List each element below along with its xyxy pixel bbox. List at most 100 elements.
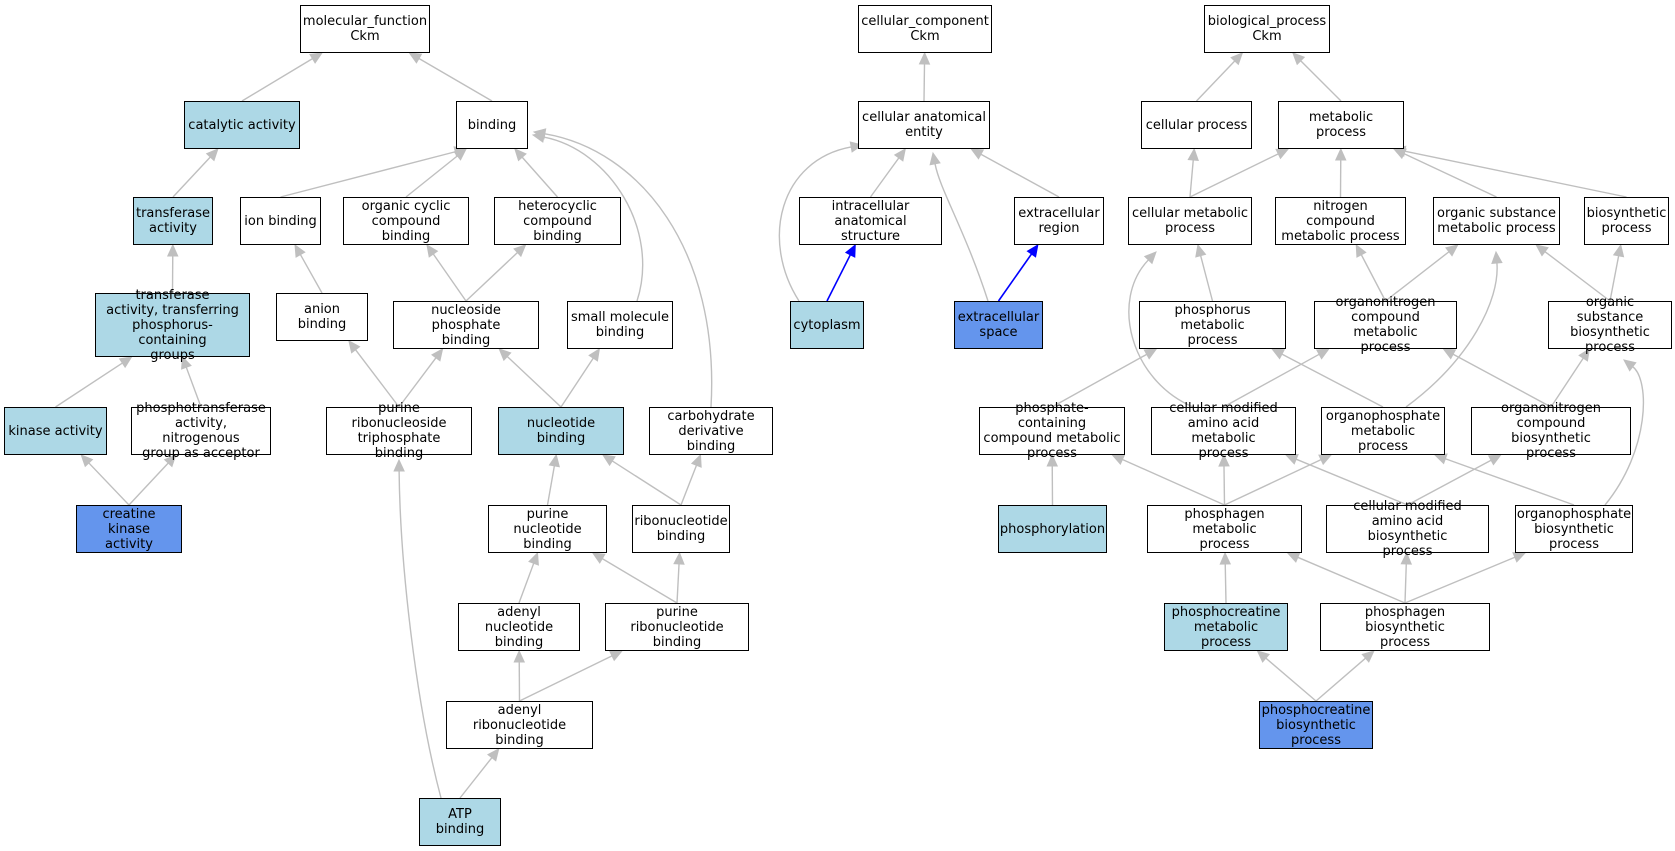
node-intracellular: intracellular anatomical structure: [799, 197, 942, 245]
node-kinase: kinase activity: [4, 407, 107, 455]
edge-extracellular-space-to-extracellular-region: [997, 244, 1039, 302]
edge-cell-mod-aa-metabolic-to-cell-metabolic: [1128, 251, 1194, 408]
node-ribonucleotide: ribonucleotide binding: [632, 505, 730, 553]
edge-atp-binding-to-adenyl-ribonucleotide: [459, 748, 500, 799]
edge-organonitrogen-metabolic-to-nitrogen-compound: [1355, 243, 1387, 302]
edge-transferase-to-catalytic: [172, 148, 219, 198]
node-phosphorus-metabolic: phosphorus metabolic process: [1139, 301, 1286, 349]
edge-org-cyclic-to-binding: [405, 148, 467, 198]
node-org-cyclic: organic cyclic compound binding: [343, 197, 469, 245]
edge-creatine-kinase-to-kinase: [80, 454, 130, 506]
edge-creatine-kinase-to-phosphotransferase: [128, 454, 177, 506]
edge-phosphagen-metabolic-to-organophosphate-metabolic: [1224, 454, 1333, 506]
edge-phosphagen-bio-to-phosphagen-metabolic: [1286, 552, 1406, 604]
edge-organonitrogen-bio-to-organic-substance-bio: [1550, 347, 1591, 408]
edge-adenyl-nucleotide-to-purine-nucleotide: [518, 551, 539, 604]
edge-purine-ribonuc-tri-to-anion-binding: [348, 340, 400, 408]
edge-cell-anat-to-cc-root: [918, 51, 931, 102]
edge-cell-mod-aa-bio-to-organonitrogen-bio: [1407, 454, 1502, 506]
edge-organophosphate-metabolic-to-phosphorus-metabolic: [1271, 348, 1384, 408]
node-cell-mod-aa-metabolic: cellular modified amino acid metabolic p…: [1151, 401, 1296, 461]
node-phosphotransferase: phosphotransferase activity, nitrogenous…: [131, 401, 271, 461]
edge-organic-substance-bio-to-biosynthetic: [1609, 243, 1625, 302]
node-carb-deriv: carbohydrate derivative binding: [649, 407, 773, 455]
edge-organonitrogen-bio-to-organonitrogen-metabolic: [1442, 348, 1552, 408]
node-extracellular-region: extracellular region: [1014, 197, 1104, 245]
edge-extracellular-space-to-cell-anat: [929, 151, 989, 302]
edge-metabolic-process-to-bp-root: [1292, 52, 1342, 102]
node-nucleotide-binding: nucleotide binding: [498, 407, 624, 455]
edge-ribonucleotide-to-nucleotide-binding: [601, 454, 682, 506]
edge-cellular-process-to-bp-root: [1195, 52, 1244, 102]
node-phosphagen-bio: phosphagen biosynthetic process: [1320, 603, 1490, 651]
edge-phosphagen-bio-to-organophosphate-bio: [1404, 552, 1527, 604]
edge-ribonucleotide-to-carb-deriv: [680, 453, 702, 506]
edge-cell-mod-aa-bio-to-cell-mod-aa-metabolic: [1284, 454, 1408, 506]
edge-phosphorus-metabolic-to-cell-metabolic: [1195, 243, 1214, 302]
edge-adenyl-ribonucleotide-to-purine-ribonucleotide: [519, 650, 623, 702]
edge-purine-ribonucleotide-to-ribonucleotide: [673, 551, 685, 604]
node-nitrogen-compound: nitrogen compound metabolic process: [1275, 197, 1406, 245]
edge-anion-binding-to-ion-binding: [294, 243, 323, 294]
node-cell-mod-aa-bio: cellular modified amino acid biosyntheti…: [1326, 499, 1489, 559]
edge-cell-metabolic-to-cellular-process: [1187, 147, 1199, 198]
edge-cell-metabolic-to-metabolic-process: [1189, 148, 1290, 198]
edge-kinase-to-transf-phos: [55, 356, 133, 408]
edge-heterocyclic-to-binding: [514, 148, 559, 198]
node-small-mol: small molecule binding: [567, 301, 673, 349]
edge-cell-mod-aa-metabolic-to-organonitrogen-metabolic: [1223, 348, 1330, 408]
node-organonitrogen-bio: organonitrogen compound biosynthetic pro…: [1471, 401, 1631, 461]
edge-purine-ribonuc-tri-to-nucleoside-phos: [398, 348, 444, 408]
node-adenyl-ribonucleotide: adenyl ribonucleotide binding: [446, 701, 593, 749]
node-purine-ribonucleotide: purine ribonucleotide binding: [605, 603, 749, 651]
node-phosphocreatine-metabolic: phosphocreatine metabolic process: [1164, 603, 1288, 651]
edge-phosphocreatine-bio-to-phosphagen-bio: [1315, 650, 1375, 702]
node-organic-substance: organic substance metabolic process: [1433, 197, 1560, 245]
node-phosphocreatine-bio: phosphocreatine biosynthetic process: [1259, 701, 1373, 749]
node-phosphagen-metabolic: phosphagen metabolic process: [1147, 505, 1302, 553]
edge-catalytic-to-mf-root: [241, 52, 323, 102]
edge-nucleotide-binding-to-nucleoside-phos: [498, 348, 562, 408]
edge-adenyl-ribonucleotide-to-adenyl-nucleotide: [513, 649, 526, 702]
node-anion-binding: anion binding: [276, 293, 368, 341]
edge-extracellular-region-to-cell-anat: [970, 148, 1060, 198]
node-organophosphate-metabolic: organophosphate metabolic process: [1321, 407, 1445, 455]
node-phosphate-containing: phosphate-containing compound metabolic …: [979, 401, 1125, 461]
edge-phosphotransferase-to-transf-phos: [181, 355, 202, 408]
node-organophosphate-bio: organophosphate biosynthetic process: [1515, 505, 1633, 553]
edge-phosphocreatine-bio-to-phosphocreatine-metabolic: [1256, 650, 1317, 702]
node-nucleoside-phos: nucleoside phosphate binding: [393, 301, 539, 349]
node-phosphorylation: phosphorylation: [998, 505, 1107, 553]
node-purine-nucleotide: purine nucleotide binding: [488, 505, 607, 553]
edge-biosynthetic-to-metabolic-process: [1392, 145, 1627, 198]
edge-organic-substance-to-metabolic-process: [1392, 148, 1497, 198]
node-transf-phos: transferase activity, transferring phosp…: [95, 288, 250, 363]
node-binding: binding: [456, 101, 528, 149]
edge-phosphagen-metabolic-to-phosphate-containing: [1111, 454, 1225, 506]
node-atp-binding: ATP binding: [419, 798, 501, 846]
edge-nucleoside-phos-to-heterocyclic: [465, 244, 527, 302]
edge-organophosphate-bio-to-organic-substance-bio: [1604, 359, 1645, 506]
node-bp-root: biological_process Ckm: [1204, 5, 1330, 53]
edge-purine-ribonucleotide-to-purine-nucleotide: [591, 552, 678, 604]
edge-carb-deriv-to-binding: [532, 128, 713, 408]
edge-phosphorylation-to-phosphate-containing: [1046, 453, 1059, 506]
node-cc-root: cellular_component Ckm: [858, 5, 992, 53]
node-extracellular-space: extracellular space: [954, 301, 1043, 349]
edge-nitrogen-compound-to-metabolic-process: [1334, 147, 1347, 198]
edge-purine-nucleotide-to-nucleotide-binding: [546, 453, 560, 506]
node-organic-substance-bio: organic substance biosynthetic process: [1548, 295, 1672, 355]
node-cellular-process: cellular process: [1141, 101, 1252, 149]
edge-organonitrogen-metabolic-to-organic-substance: [1385, 244, 1459, 302]
edge-transf-phos-to-transferase: [166, 243, 179, 294]
node-organonitrogen-metabolic: organonitrogen compound metabolic proces…: [1314, 295, 1457, 355]
node-purine-ribonuc-tri: purine ribonucleoside triphosphate bindi…: [326, 401, 472, 461]
node-catalytic: catalytic activity: [184, 101, 300, 149]
node-creatine-kinase: creatine kinase activity: [76, 505, 182, 553]
edge-organophosphate-metabolic-to-organic-substance: [1405, 250, 1503, 408]
edge-organic-substance-bio-to-organic-substance: [1535, 244, 1611, 302]
edge-phosphagen-metabolic-to-cell-mod-aa-metabolic: [1218, 453, 1230, 506]
node-transferase: transferase activity: [133, 197, 213, 245]
